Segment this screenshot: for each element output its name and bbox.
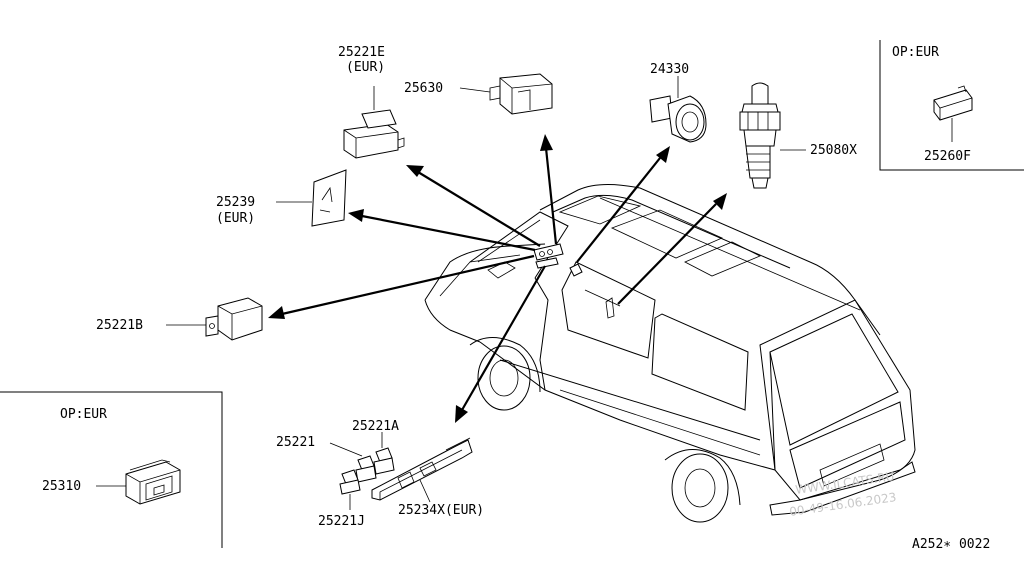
label-25221e: 25221E	[338, 45, 385, 60]
vehicle-outline	[424, 184, 916, 523]
note-25239-eur: (EUR)	[216, 211, 255, 226]
buzzer-24330	[649, 76, 707, 143]
label-25310: 25310	[42, 479, 81, 494]
label-25221j: 25221J	[318, 514, 365, 529]
label-25221b: 25221B	[96, 318, 143, 333]
note-25221e-eur: (EUR)	[346, 60, 385, 75]
option-label-bottom-left: OP:EUR	[60, 407, 107, 422]
label-24330: 24330	[650, 62, 689, 77]
leader-arrows	[268, 134, 727, 423]
option-label-top-right: OP:EUR	[892, 45, 939, 60]
label-sheet-25239	[276, 169, 347, 227]
label-25630: 25630	[404, 81, 443, 96]
label-25221: 25221	[276, 435, 315, 450]
label-25080x: 25080X	[810, 143, 857, 158]
label-25260f: 25260F	[924, 149, 971, 164]
sockets-25221	[329, 432, 395, 510]
label-25221a: 25221A	[352, 419, 399, 434]
label-25239: 25239	[216, 195, 255, 210]
sensor-25080x	[739, 82, 806, 189]
bracket-25234x	[371, 437, 473, 503]
option-box-top-right	[879, 40, 1024, 171]
label-25234x: 25234X(EUR)	[398, 503, 484, 518]
diagram-code: A252∗ 0022	[912, 537, 990, 552]
option-box-bottom-left	[0, 391, 223, 548]
relay-25221b	[166, 297, 263, 341]
relay-25630	[459, 73, 553, 115]
relay-25221e	[343, 86, 405, 159]
